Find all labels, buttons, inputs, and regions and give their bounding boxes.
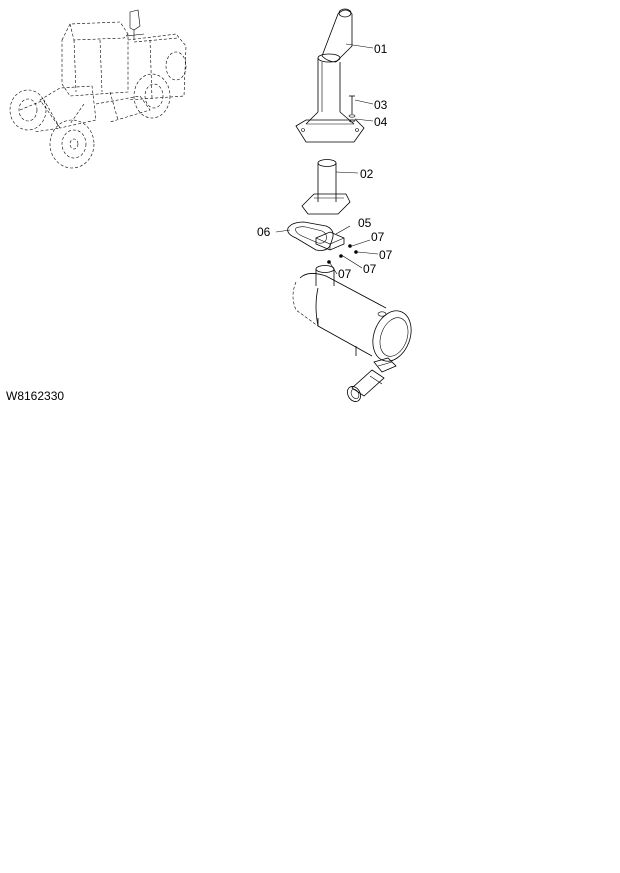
exploded-view — [275, 8, 412, 402]
parts-03-04-bolt-washer — [348, 95, 356, 123]
callout-05: 05 — [358, 216, 372, 230]
drawing-reference-number: W8162330 — [6, 389, 64, 403]
part-06-gasket — [287, 221, 334, 251]
part-05-clamp-plate — [315, 231, 345, 251]
part-07-fasteners — [327, 244, 358, 264]
muffler — [292, 265, 412, 373]
callout-03: 03 — [374, 98, 388, 112]
outlet-elbow — [347, 369, 385, 402]
callout-07-d: 07 — [338, 267, 352, 281]
callout-06: 06 — [257, 225, 271, 239]
leader-lines — [275, 43, 379, 275]
callout-07-c: 07 — [363, 262, 377, 276]
callout-07-a: 07 — [371, 230, 385, 244]
callout-02: 02 — [360, 167, 374, 181]
part-01-exhaust-stack — [295, 8, 365, 143]
callout-07-b: 07 — [379, 248, 393, 262]
callout-01: 01 — [374, 42, 388, 56]
part-02-adapter-pipe — [301, 159, 351, 215]
callout-04: 04 — [374, 115, 388, 129]
machine-overview-illustration — [9, 9, 187, 169]
callout-labels: 01 03 04 02 06 05 07 07 07 07 — [257, 42, 393, 281]
